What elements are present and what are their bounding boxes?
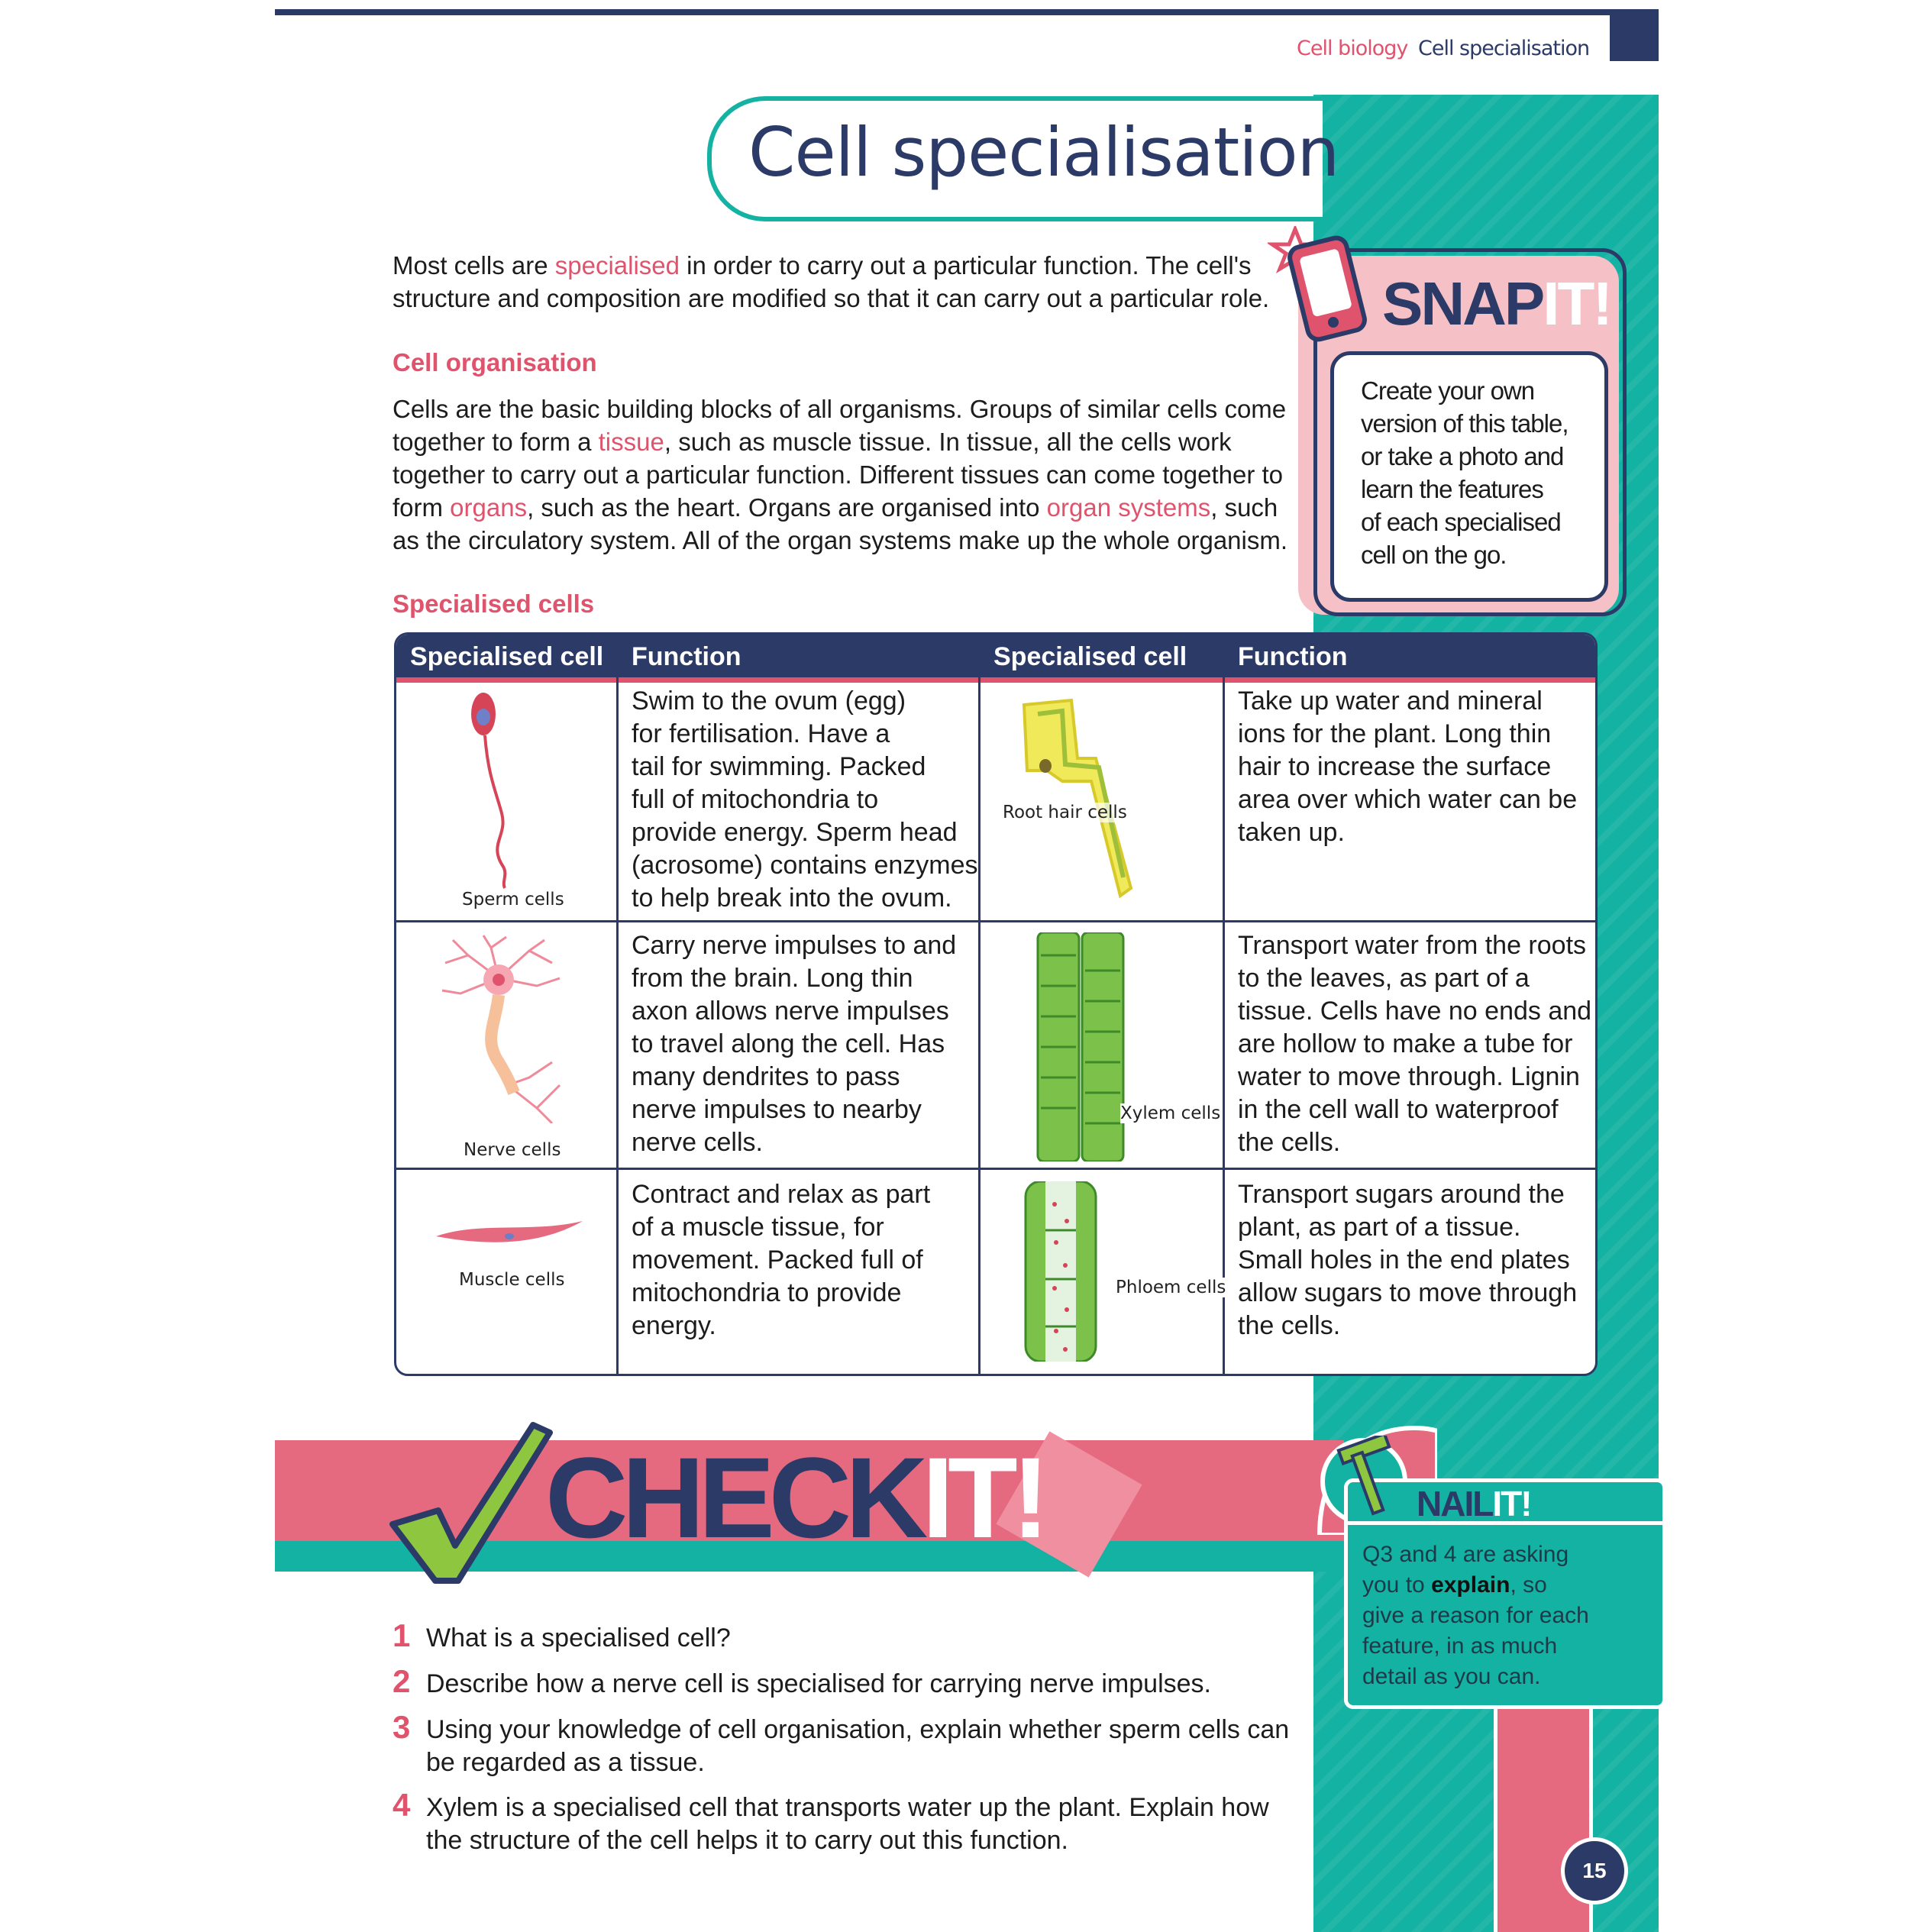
hammer-icon <box>1336 1436 1391 1516</box>
organisation-paragraph: Cells are the basic building blocks of a… <box>393 395 1288 554</box>
check-it-title: CHECKIT! <box>545 1433 1050 1562</box>
term-tissue: tissue <box>598 428 664 456</box>
question-4: Xylem is a specialised cell that transpo… <box>426 1793 1269 1855</box>
snap-it-card <box>1330 351 1608 602</box>
corner-tab <box>1610 9 1659 61</box>
phone-icon <box>1268 226 1367 342</box>
sperm-cell-illustration <box>471 693 507 889</box>
page-title: Cell specialisation <box>748 113 1339 192</box>
column-divider <box>616 635 619 1374</box>
label-nerve-cells: Nerve cells <box>464 1140 561 1160</box>
question-1: What is a specialised cell? <box>426 1623 731 1653</box>
col-header-specialised-cell-2: Specialised cell <box>993 642 1187 671</box>
nerve-cell-illustration <box>441 935 561 1123</box>
root-hair-cell-illustration <box>1022 698 1133 899</box>
row-divider <box>396 920 1595 922</box>
nail-it-divider <box>1344 1521 1666 1525</box>
label-phloem-cells: Phloem cells <box>1116 1278 1226 1297</box>
xylem-cell-illustration <box>1036 932 1125 1161</box>
title-frame <box>707 96 1323 221</box>
row-divider <box>396 1168 1595 1170</box>
col-header-function-2: Function <box>1238 642 1348 671</box>
term-organs: organs <box>450 493 528 522</box>
question-number-4: 4 <box>393 1787 411 1823</box>
column-divider <box>1223 635 1225 1374</box>
question-3: Using your knowledge of cell organisatio… <box>426 1715 1290 1777</box>
nail-it-panel <box>1344 1478 1666 1709</box>
label-muscle-cells: Muscle cells <box>459 1270 565 1290</box>
checkmark-icon <box>389 1422 553 1584</box>
col-header-function-1: Function <box>632 642 741 671</box>
col-header-specialised-cell-1: Specialised cell <box>410 642 604 671</box>
question-number-1: 1 <box>393 1617 411 1653</box>
phloem-cell-illustration <box>1024 1181 1097 1362</box>
function-sperm-cells: Swim to the ovum (egg)for fertilisation.… <box>632 687 978 913</box>
question-number-3: 3 <box>393 1709 411 1745</box>
nail-it-title: NAILIT! <box>1417 1484 1533 1523</box>
nail-it-text: Q3 and 4 are asking you to explain, so g… <box>1362 1542 1589 1689</box>
breadcrumb-section: Cell biology <box>1297 37 1408 60</box>
label-sperm-cells: Sperm cells <box>462 890 564 909</box>
question-number-2: 2 <box>393 1663 411 1699</box>
question-2: Describe how a nerve cell is specialised… <box>426 1669 1211 1698</box>
top-rule <box>275 9 1659 15</box>
label-xylem-cells: Xylem cells <box>1120 1103 1221 1123</box>
snap-it-title: SNAPIT! <box>1382 270 1613 338</box>
column-divider <box>978 635 981 1374</box>
muscle-cell-illustration <box>436 1221 583 1242</box>
table-header <box>396 635 1595 683</box>
snap-it-frame <box>1313 248 1627 616</box>
term-organ-systems: organ systems <box>1046 493 1211 522</box>
check-it-banner <box>275 1440 1344 1541</box>
page-number: 15 <box>1561 1837 1628 1905</box>
breadcrumb-topic: Cell specialisation <box>1418 37 1590 60</box>
intro-paragraph: Most cells are specialised in order to c… <box>393 251 1270 312</box>
label-root-hair-cells: Root hair cells <box>1003 803 1127 822</box>
specialised-cells-table: Specialised cell Function Specialised ce… <box>394 632 1598 1376</box>
heading-specialised-cells: Specialised cells <box>393 590 595 618</box>
heading-cell-organisation: Cell organisation <box>393 348 597 376</box>
term-specialised: specialised <box>554 251 680 279</box>
